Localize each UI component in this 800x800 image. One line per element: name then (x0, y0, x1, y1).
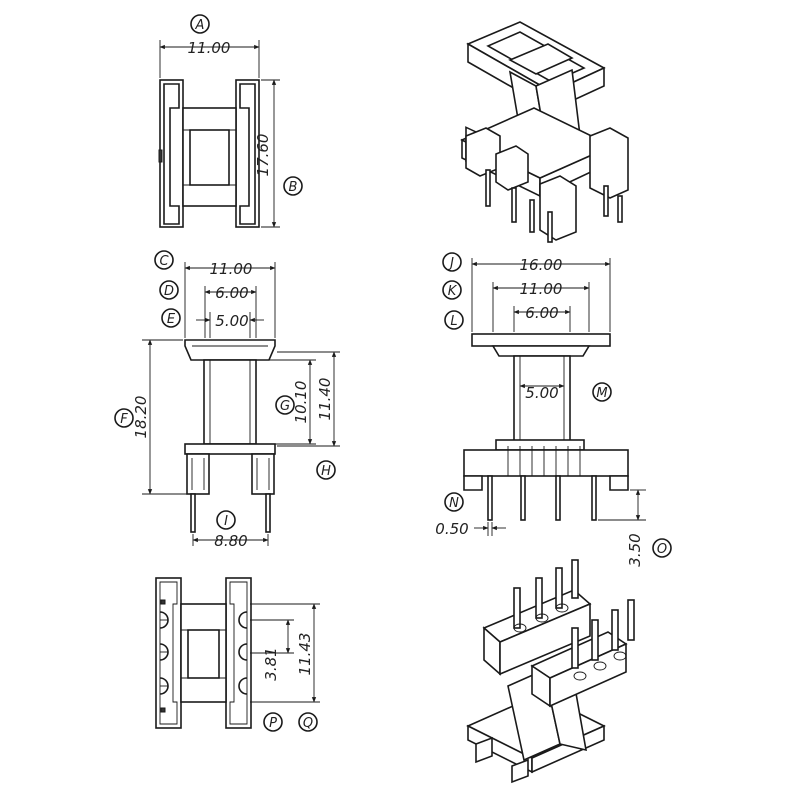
bottom-view-body (155, 577, 252, 729)
label-f: F (120, 412, 128, 427)
label-k: K (448, 284, 458, 299)
dim-d-value: 6.00 (215, 284, 248, 302)
label-m: M (596, 386, 607, 401)
label-o: O (657, 542, 667, 557)
dim-q-value: 11.43 (296, 633, 314, 676)
bottom-view: 3.81 P 11.43 Q (155, 577, 320, 732)
label-d: D (164, 284, 174, 299)
dim-m-value: 5.00 (525, 384, 558, 402)
dim-n-value: 0.50 (435, 520, 468, 538)
isometric-view-top (460, 21, 629, 243)
label-g: G (280, 399, 290, 414)
label-n: N (449, 496, 459, 511)
label-e: E (167, 312, 176, 327)
dim-b-value: 17.60 (254, 134, 272, 177)
dim-f-value: 18.20 (132, 396, 150, 439)
side-view-body (463, 333, 629, 521)
label-j: J (447, 256, 454, 271)
label-i: I (224, 514, 228, 529)
dim-e-value: 5.00 (215, 312, 248, 330)
label-c: C (159, 254, 169, 269)
dim-a-value: 11.00 (188, 39, 231, 57)
label-p: P (269, 716, 277, 731)
side-view: 16.00 J 11.00 K 6.00 L 5.00 M 0.50 N 3.5 (435, 252, 672, 567)
label-l: L (450, 314, 457, 329)
front-view: 11.00 C 6.00 D 5.00 E 18.20 F 10.10 G (114, 250, 340, 550)
top-view: 11.00 A 17.60 B (158, 14, 303, 228)
dim-o-value: 3.50 (626, 533, 644, 566)
label-b: B (289, 180, 298, 195)
dim-j-value: 16.00 (520, 256, 563, 274)
label-a: A (195, 18, 205, 33)
dim-k-value: 11.00 (520, 280, 563, 298)
top-view-body (158, 79, 260, 228)
dim-p-value: 3.81 (262, 647, 280, 680)
dim-h-value: 11.40 (316, 378, 334, 421)
dim-l-value: 6.00 (525, 304, 558, 322)
dim-c-value: 11.00 (210, 260, 253, 278)
label-h: H (321, 464, 331, 479)
front-view-body (184, 339, 276, 533)
isometric-view-bottom (466, 559, 635, 784)
dim-g-value: 10.10 (292, 381, 310, 424)
label-q: Q (303, 716, 313, 731)
dim-i-value: 8.80 (214, 532, 247, 550)
